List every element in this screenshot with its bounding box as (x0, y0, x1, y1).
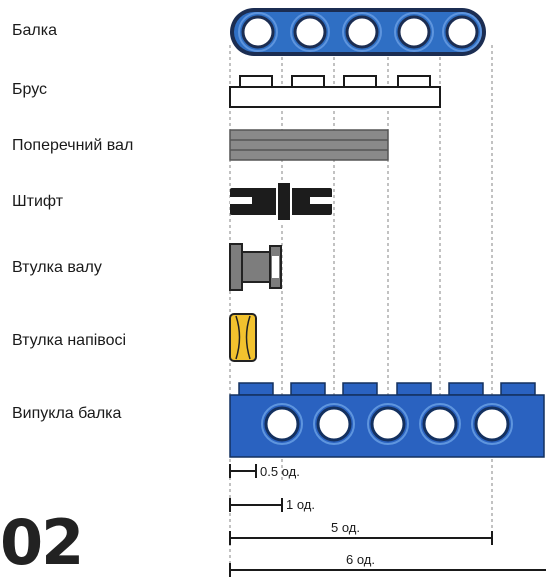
axle-part (229, 129, 389, 161)
dimension-six-units-label: 6 од. (346, 552, 375, 567)
dimension-six-units (229, 563, 546, 577)
page-number: 02 (0, 506, 84, 579)
guide-lines (229, 45, 493, 577)
label-pin: Штифт (12, 193, 64, 210)
beam-part (230, 8, 486, 56)
studded-beam-part (229, 382, 545, 458)
label-beam: Балка (12, 22, 57, 39)
half-bush-part (229, 313, 257, 362)
brick-part (229, 75, 441, 108)
label-axle: Поперечний вал (12, 137, 134, 154)
bush-part (229, 243, 282, 291)
dimension-half-unit (229, 464, 257, 478)
label-bush: Втулка валу (12, 259, 102, 276)
dimension-five-units-label: 5 од. (331, 520, 360, 535)
dimension-one-unit-label: 1 од. (286, 497, 315, 512)
dimension-one-unit (229, 498, 283, 512)
label-half-bush: Втулка напівосі (12, 332, 127, 349)
pin-part (230, 181, 332, 222)
label-studded-beam: Випукла балка (12, 405, 122, 422)
dimension-five-units (229, 531, 493, 545)
label-brick: Брус (12, 81, 48, 98)
dimension-half-unit-label: 0.5 од. (260, 464, 300, 479)
